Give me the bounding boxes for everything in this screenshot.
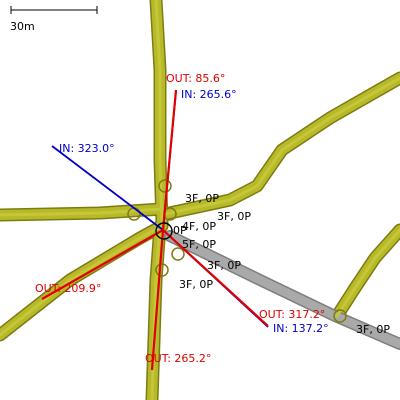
- scale-bar: 30m: [10, 6, 98, 33]
- out-ray-209: [41, 229, 164, 300]
- lane-label: 3F, 0P: [207, 259, 241, 272]
- out-label-265: OUT: 265.2°: [145, 352, 211, 365]
- scale-bar-label: 30m: [10, 20, 35, 33]
- out-ray-85: [161, 89, 178, 231]
- in-label-265: IN: 265.6°: [181, 88, 237, 101]
- in-ray-323: [51, 145, 164, 231]
- node-marker: [171, 247, 185, 261]
- lane-label: 0P: [173, 224, 187, 237]
- footway-southeast: [165, 231, 400, 349]
- ray-labels: OUT: 85.6° IN: 265.6° IN: 323.0° OUT: 20…: [35, 72, 329, 365]
- out-ray-265: [150, 229, 165, 371]
- road-southwest: [0, 224, 164, 337]
- lane-label: 4F, 0P: [182, 220, 216, 233]
- road-west: [0, 207, 164, 217]
- out-label-209: OUT: 209.9°: [35, 282, 101, 295]
- lane-label: 3F, 0P: [217, 210, 251, 223]
- road-east-branch: [335, 228, 400, 318]
- out-label-317: OUT: 317.2°: [259, 308, 325, 321]
- road-northeast: [163, 76, 400, 216]
- lane-label: 3F, 0P: [185, 192, 219, 205]
- in-label-323: IN: 323.0°: [59, 142, 115, 155]
- out-label-85: OUT: 85.6°: [166, 72, 225, 85]
- lane-label: 3F, 0P: [179, 278, 213, 291]
- lane-labels: 3F, 0P 3F, 0P 4F, 0P 5F, 0P 3F, 0P 3F, 0…: [173, 192, 390, 336]
- lane-label: 3F, 0P: [356, 323, 390, 336]
- node-marker: [333, 309, 347, 323]
- node-marker: [155, 263, 169, 277]
- intersection-marker[interactable]: [155, 222, 173, 240]
- lane-label: 5F, 0P: [182, 238, 216, 251]
- in-label-137: IN: 137.2°: [273, 322, 329, 335]
- out-ray-317: [162, 229, 269, 327]
- node-marker: [158, 179, 172, 193]
- footway-fills: [165, 231, 400, 349]
- turn-rays: [41, 89, 269, 371]
